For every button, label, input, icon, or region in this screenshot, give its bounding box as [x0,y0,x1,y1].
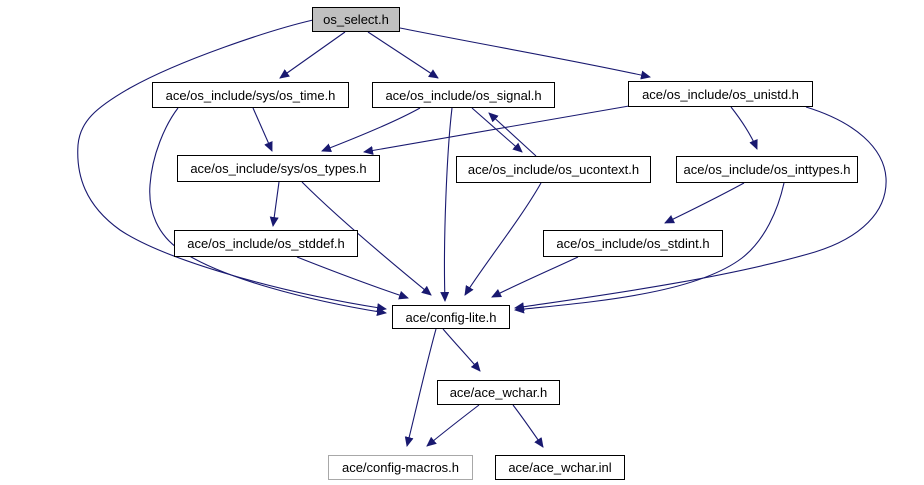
edge-os_unistd-to-config_lite [514,106,887,312]
node-os-signal-h[interactable]: ace/os_include/os_signal.h [372,82,555,108]
node-config-lite-h[interactable]: ace/config-lite.h [392,305,510,329]
node-os-stdint-h[interactable]: ace/os_include/os_stdint.h [543,230,723,257]
node-os-inttypes-h[interactable]: ace/os_include/os_inttypes.h [676,156,858,183]
edge-ace_wchar-to-ace_wchar_inl [512,404,544,448]
edge-os_ucontext-to-config_lite [464,182,542,296]
edge-os_unistd-to-os_types [363,105,630,155]
edge-os_inttypes-to-os_stdint [664,182,745,224]
edge-os_ucontext-to-os_signal [488,112,537,157]
edge-config_lite-to-ace_wchar [442,328,481,372]
node-os-time-h[interactable]: ace/os_include/sys/os_time.h [152,82,349,108]
node-os-ucontext-h[interactable]: ace/os_include/os_ucontext.h [456,156,651,183]
node-os-unistd-h[interactable]: ace/os_include/os_unistd.h [628,81,813,107]
edge-os_select-to-os_unistd [399,27,651,80]
edge-ace_wchar-to-config_macros [426,404,480,447]
edge-os_unistd-to-os_inttypes [730,106,758,150]
node-ace-wchar-h[interactable]: ace/ace_wchar.h [437,380,560,405]
edge-os_signal-to-config_lite [440,107,453,302]
node-ace-wchar-inl[interactable]: ace/ace_wchar.inl [495,455,625,480]
edge-os_time-to-os_types [252,107,273,152]
edge-os_time-to-config_lite [149,107,387,317]
edge-os_types-to-config_lite [301,181,432,296]
edge-os_stdint-to-config_lite [491,256,579,298]
edge-os_signal-to-os_ucontext [471,107,523,153]
node-config-macros-h: ace/config-macros.h [328,455,473,480]
node-os-types-h[interactable]: ace/os_include/sys/os_types.h [177,155,380,182]
edge-os_select-to-os_time [279,31,346,79]
node-os-select-h: os_select.h [312,7,400,32]
edge-os_select-to-os_signal [367,31,439,79]
edge-os_types-to-os_stddef [269,181,280,227]
edge-os_signal-to-os_types [321,107,421,152]
edge-os_stddef-to-config_lite [296,256,409,300]
edge-config_lite-to-config_macros [404,328,437,447]
edge-os_select-to-config_lite [77,19,387,313]
edge-os_inttypes-to-config_lite [514,182,785,314]
node-os-stddef-h[interactable]: ace/os_include/os_stddef.h [174,230,358,257]
